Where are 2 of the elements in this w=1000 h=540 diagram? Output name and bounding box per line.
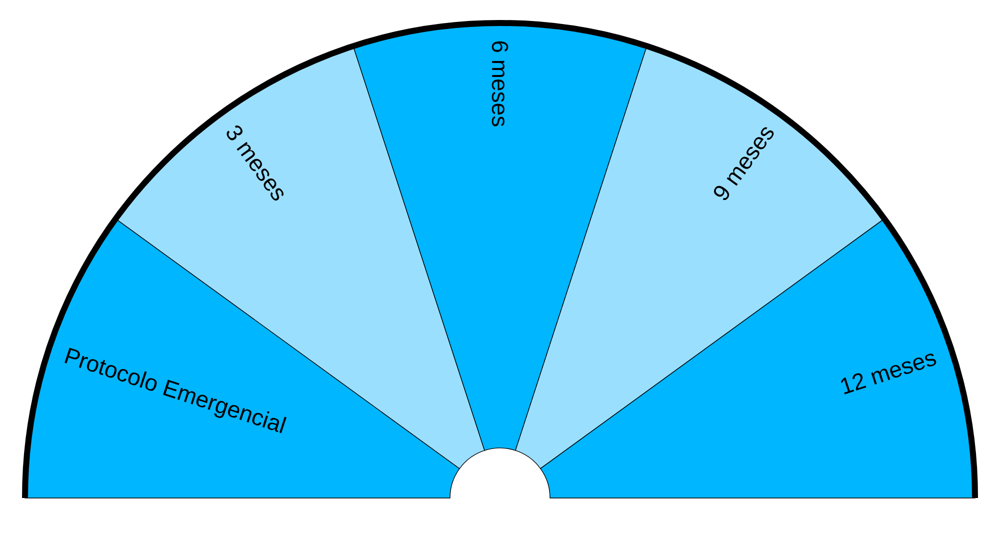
semicircle-sector: 12 meses [540,218,976,498]
semicircle-sector: 6 meses [352,22,648,451]
